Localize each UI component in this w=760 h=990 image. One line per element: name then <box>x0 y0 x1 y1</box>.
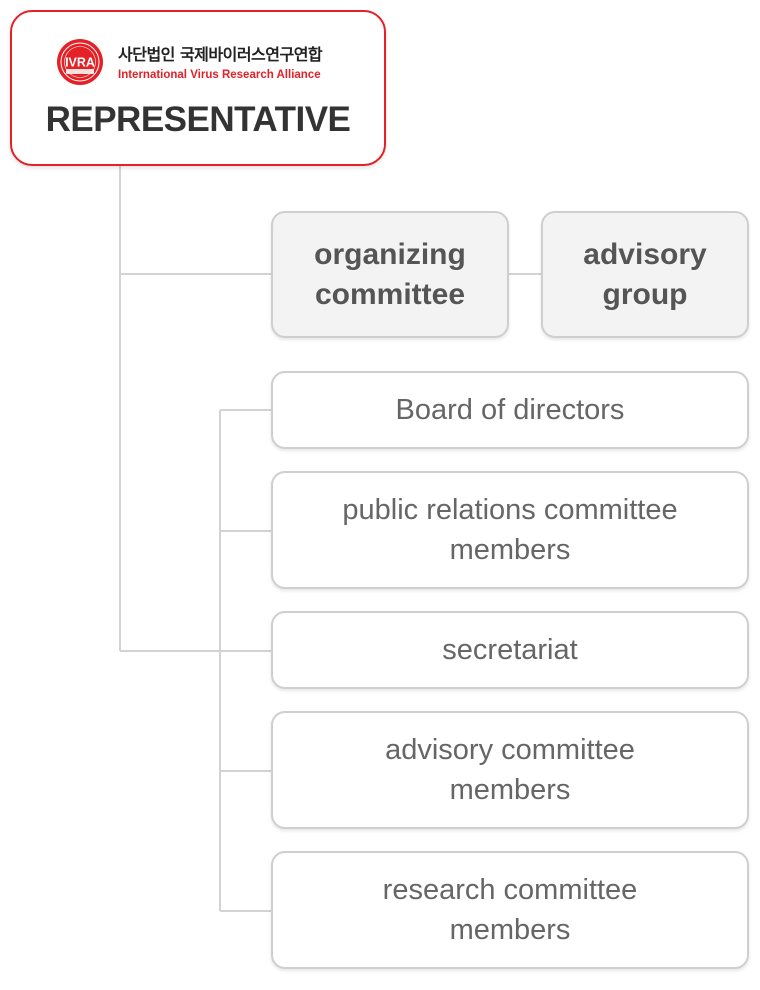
representative-box: IVRA 사단법인 국제바이러스연구연합 International Virus… <box>10 10 386 166</box>
board-of-directors-label: Board of directors <box>395 394 625 426</box>
public-relations-box: public relations committee members <box>271 471 749 589</box>
research-committee-label: research committee members <box>382 874 638 946</box>
research-committee-box: research committee members <box>271 851 749 969</box>
organizing-committee-box: organizing committee <box>271 211 509 338</box>
ivra-logo-icon: IVRA <box>57 39 103 85</box>
representative-title: REPRESENTATIVE <box>45 100 351 139</box>
board-of-directors-box: Board of directors <box>271 371 749 449</box>
advisory-committee-label: advisory committee members <box>385 734 635 806</box>
advisory-group-box: advisory group <box>541 211 749 338</box>
secretariat-label: secretariat <box>442 634 578 666</box>
org-name-english: International Virus Research Alliance <box>118 69 321 81</box>
logo-text: IVRA <box>65 56 95 70</box>
advisory-committee-box: advisory committee members <box>271 711 749 829</box>
org-name-korean: 사단법인 국제바이러스연구연합 <box>118 45 323 64</box>
organizing-committee-label: organizing committee <box>314 237 466 311</box>
secretariat-box: secretariat <box>271 611 749 689</box>
public-relations-label: public relations committee members <box>342 494 678 566</box>
advisory-group-label: advisory group <box>583 237 707 311</box>
